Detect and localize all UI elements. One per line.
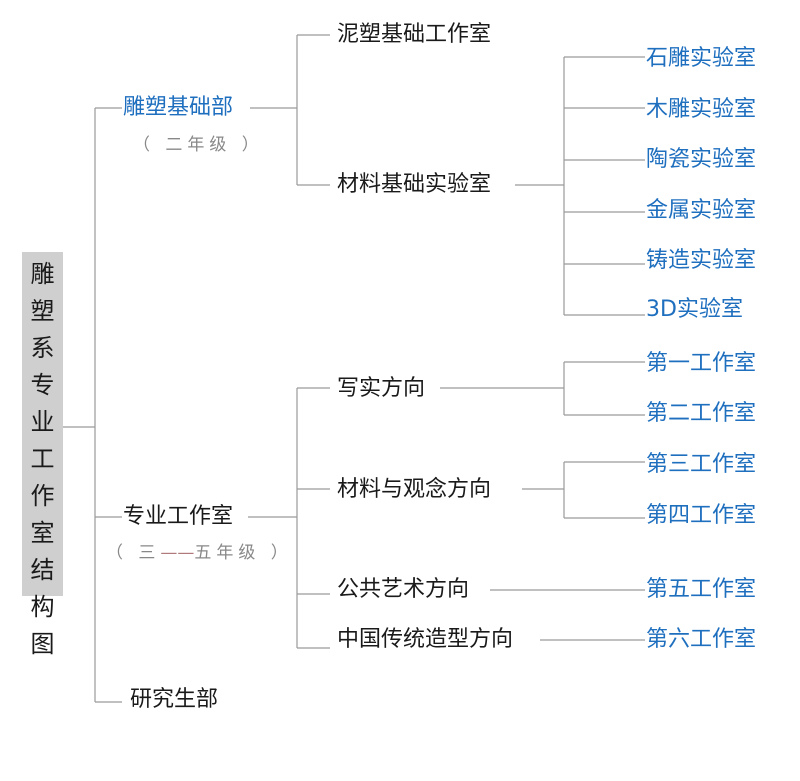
root-char: 图 (30, 630, 55, 658)
root-char: 专 (30, 371, 55, 399)
foundation-dept: 雕塑基础部 (123, 95, 234, 120)
studio-item: 第五工作室 (646, 577, 757, 602)
root-title: 雕 塑 系 专 业 工 作 室 结 构 图 (22, 256, 63, 663)
root-char: 工 (30, 445, 55, 473)
root-char: 雕 (30, 260, 55, 288)
lab-item: 石雕实验室 (646, 46, 757, 71)
materials-lab: 材料基础实验室 (337, 172, 492, 197)
clay-studio: 泥塑基础工作室 (337, 22, 492, 47)
studio-item: 第六工作室 (646, 627, 757, 652)
lab-item: 木雕实验室 (646, 97, 757, 122)
material-concept-direction: 材料与观念方向 (337, 477, 492, 502)
foundation-grade: （ 二年级 ） (133, 135, 264, 155)
grade-open: （ 三 (106, 543, 161, 563)
studio-item: 第二工作室 (646, 401, 757, 426)
root-char: 室 (30, 519, 55, 547)
root-char: 系 (30, 334, 55, 362)
root-char: 业 (30, 408, 55, 436)
root-char: 作 (30, 482, 55, 510)
graduate-dept: 研究生部 (130, 687, 219, 712)
studio-item: 第一工作室 (646, 351, 757, 376)
root-char: 构 (30, 593, 55, 621)
lab-item: 金属实验室 (646, 198, 757, 223)
lab-item: 铸造实验室 (646, 248, 757, 273)
root-node: 雕 塑 系 专 业 工 作 室 结 构 图 (22, 252, 63, 658)
lab-item: 3D实验室 (646, 297, 743, 322)
root-char: 结 (30, 556, 55, 584)
studio-item: 第四工作室 (646, 503, 757, 528)
root-char: 塑 (30, 297, 55, 325)
professional-grade: （ 三——五年级 ） (106, 539, 293, 567)
grade-dash: —— (160, 543, 195, 563)
lab-item: 陶瓷实验室 (646, 147, 757, 172)
grade-close: 五年级 ） (194, 543, 293, 563)
traditional-direction: 中国传统造型方向 (337, 627, 514, 652)
professional-dept: 专业工作室 (123, 504, 234, 529)
public-art-direction: 公共艺术方向 (337, 577, 470, 602)
realism-direction: 写实方向 (337, 376, 426, 401)
studio-item: 第三工作室 (646, 452, 757, 477)
